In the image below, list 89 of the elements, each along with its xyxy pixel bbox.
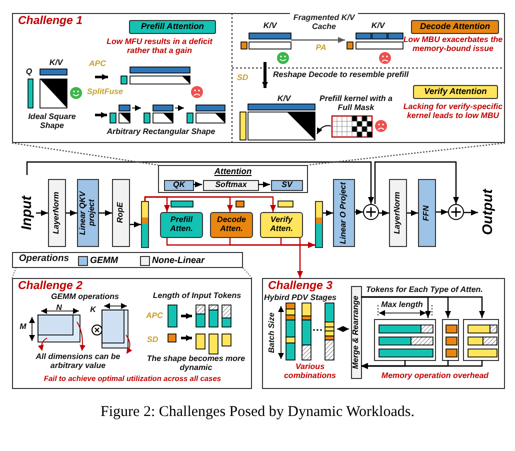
- arrow: [361, 296, 485, 318]
- dimension-label: M: [18, 322, 28, 332]
- attention-box: Decode Atten.: [210, 212, 253, 238]
- arrow: [355, 209, 363, 215]
- note-text: The shape becomes more dynamic: [146, 354, 246, 372]
- section-label: Length of Input Tokens: [152, 291, 242, 300]
- stacked-bar: [141, 201, 149, 248]
- arrow: [297, 238, 303, 278]
- arrow: [379, 210, 389, 216]
- merge-box: Merge & Rearrange: [351, 286, 362, 379]
- section-label: Tokens for Each Type of Atten.: [366, 285, 484, 294]
- op-box: QK: [164, 180, 194, 191]
- attention-group: [158, 165, 308, 193]
- attention-box: Prefill Atten.: [160, 212, 203, 238]
- panel-title: Challenge 1: [18, 15, 83, 28]
- attention-badge: Prefill Attention: [129, 20, 216, 34]
- arrow: [99, 210, 112, 216]
- arrow: [291, 37, 345, 43]
- arrow: [464, 210, 478, 216]
- edge-label: Fragmented K/V Cache: [290, 13, 358, 32]
- layer-box: Linear QKV project: [77, 179, 99, 247]
- method-label: APC: [89, 59, 107, 68]
- op-box: SV: [271, 180, 303, 191]
- method-label: SplitFuse: [87, 87, 124, 96]
- arrow: [361, 360, 483, 369]
- group-title: Attention: [214, 167, 252, 176]
- section-label: GEMM operations: [50, 292, 120, 302]
- token-group-box: [463, 319, 499, 361]
- layer-box: LayerNorm: [389, 179, 407, 247]
- layer-box: Linear O Project: [333, 179, 355, 247]
- attention-badge: Decode Attention: [411, 20, 499, 34]
- arrow: [374, 161, 459, 204]
- panel-title: Challenge 3: [268, 280, 333, 293]
- panel-title: Challenge 2: [18, 280, 83, 293]
- sum-circle: [363, 204, 379, 220]
- arrow: [436, 209, 448, 215]
- matrix-label: K/V: [262, 21, 278, 30]
- token-group-box: [374, 319, 436, 361]
- dimension-label: N: [55, 303, 63, 312]
- challenge-panel: [12, 278, 252, 389]
- section-label: Hybird PDV Stages: [264, 293, 338, 302]
- dimension-label: K: [89, 305, 98, 314]
- layer-box: FFN: [418, 179, 436, 247]
- shape-caption: Arbitrary Rectangular Shape: [106, 127, 216, 136]
- note-text: Low MFU results in a deficit rather that a gain: [106, 37, 214, 56]
- dimension-label: Max length: [380, 300, 424, 310]
- method-label: SD: [237, 73, 250, 82]
- attention-badge: Verify Attention: [413, 85, 498, 99]
- matrix-label: K/V: [370, 21, 386, 30]
- matrix-label: K/V: [276, 94, 292, 104]
- arrow: [66, 210, 77, 216]
- arrow: [323, 210, 333, 216]
- note-text: Low MBU exacerbates the memory-bound issue: [403, 35, 503, 54]
- matrix-label: Q: [24, 67, 34, 76]
- sum-circle: [448, 204, 464, 220]
- note-text: Memory operation overhead: [380, 371, 490, 380]
- input-label: Input: [17, 175, 36, 250]
- legend-label: GEMM: [90, 255, 118, 266]
- arrow: [258, 182, 270, 188]
- matrix-label: K/V: [48, 58, 64, 68]
- layer-box: RopE: [112, 179, 130, 247]
- token-group-box: [442, 319, 459, 361]
- attention-box: Verify Atten.: [260, 212, 303, 238]
- method-label: PA: [314, 43, 328, 52]
- stacked-bar: [315, 201, 323, 248]
- arrow: [407, 210, 418, 216]
- arrow-label: Reshape Decode to resemble prefill: [273, 70, 410, 80]
- arrow: [26, 161, 374, 204]
- note-text: Lacking for verify-specific kernel leads to low MBU: [402, 102, 504, 120]
- legend-title: Operations: [18, 254, 70, 265]
- shape-caption: Ideal Square Shape: [27, 112, 77, 130]
- axis-label: Batch Size: [267, 311, 277, 355]
- arrow: [144, 196, 276, 212]
- note-text: All dimensions can be arbitrary value: [34, 352, 122, 370]
- method-label: SD: [147, 335, 160, 344]
- output-label: Output: [478, 175, 497, 250]
- arrow: [280, 238, 315, 248]
- legend-label: None-Linear: [152, 255, 205, 266]
- figure-caption: Figure 2: Challenges Posed by Dynamic Workloads.: [100, 404, 416, 421]
- note-text: Various combinations: [282, 362, 337, 380]
- arrow: [130, 222, 141, 228]
- kv-cache-drawing: [346, 32, 404, 50]
- layer-box: LayerNorm: [48, 179, 66, 247]
- kv-cache-drawing: [240, 32, 292, 50]
- kernel-caption: Prefill kernel with a Full Mask: [318, 94, 394, 112]
- arrow: [36, 210, 48, 216]
- method-label: APC: [146, 311, 164, 320]
- arrow: [193, 182, 202, 188]
- op-box: Softmax: [203, 180, 259, 191]
